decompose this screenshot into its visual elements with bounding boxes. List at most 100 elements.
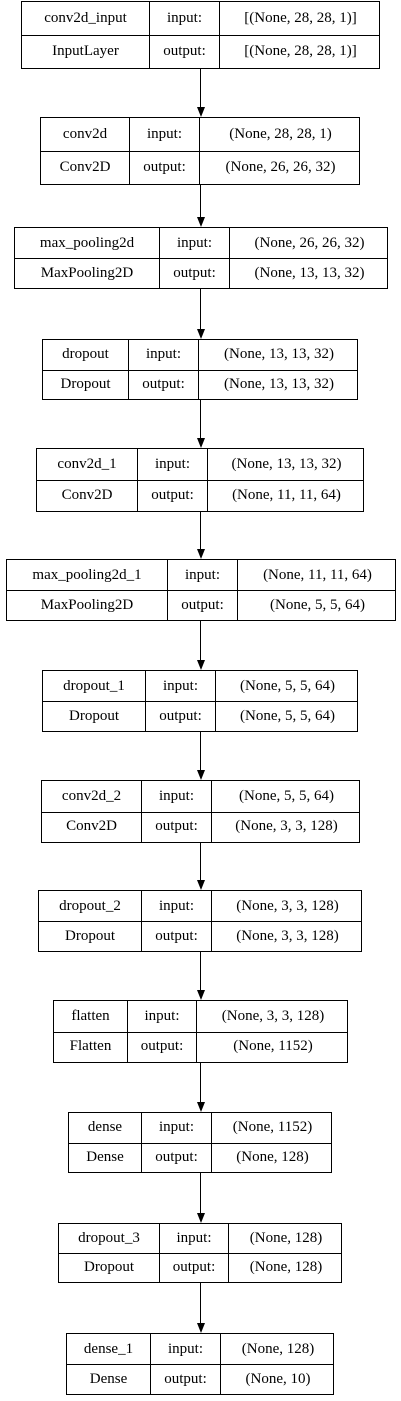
layer-type: InputLayer bbox=[52, 43, 119, 59]
input-shape: (None, 13, 13, 32) bbox=[207, 449, 365, 480]
output-label: output: bbox=[145, 701, 215, 731]
output-shape: (None, 3, 3, 128) bbox=[211, 811, 361, 842]
output-shape: (None, 128) bbox=[228, 1253, 343, 1282]
layer-row-output: Dropout output:(None, 3, 3, 128) bbox=[39, 921, 361, 951]
layer-type: Dropout bbox=[69, 707, 119, 724]
layer-type: Dropout bbox=[60, 375, 111, 392]
arrow-down-icon bbox=[197, 107, 205, 117]
output-label: output: bbox=[149, 35, 219, 68]
output-label: output: bbox=[127, 1031, 196, 1062]
layer-node-max-pooling2d: max_pooling2d input:(None, 26, 26, 32) Max… bbox=[14, 227, 388, 289]
layer-name: dropout_3 bbox=[78, 1230, 140, 1246]
input-shape: (None, 128) bbox=[228, 1224, 343, 1253]
layer-node-dropout: dropout input:(None, 13, 13, 32) Dropout ou… bbox=[42, 339, 358, 400]
arrow-down-icon bbox=[197, 217, 205, 227]
input-shape: (None, 26, 26, 32) bbox=[229, 228, 389, 258]
input-shape: (None, 128) bbox=[220, 1334, 335, 1364]
connector-line bbox=[200, 185, 202, 218]
layer-row-output: Dropout output:(None, 13, 13, 32) bbox=[43, 369, 359, 399]
input-label: input: bbox=[159, 1224, 228, 1253]
arrow-down-icon bbox=[197, 660, 205, 670]
layer-name: flatten bbox=[71, 1007, 110, 1024]
layer-type: MaxPooling2D bbox=[40, 596, 134, 613]
layer-type: Dropout bbox=[84, 1259, 134, 1275]
output-label: output: bbox=[150, 1364, 220, 1394]
input-label: input: bbox=[129, 118, 199, 151]
output-label: output: bbox=[141, 811, 211, 842]
layer-name: dropout bbox=[62, 346, 109, 363]
output-label: output: bbox=[159, 258, 229, 288]
layer-name: dense_1 bbox=[83, 1340, 134, 1357]
layer-name: max_pooling2d bbox=[39, 234, 135, 251]
input-label: input: bbox=[141, 781, 211, 812]
arrow-down-icon bbox=[197, 990, 205, 1000]
connector-line bbox=[200, 621, 202, 661]
output-label: output: bbox=[141, 921, 211, 951]
connector-line bbox=[200, 289, 202, 330]
output-shape: (None, 13, 13, 32) bbox=[198, 369, 359, 399]
input-label: input: bbox=[141, 1113, 211, 1143]
connector-line bbox=[200, 843, 202, 881]
layer-name: dropout_1 bbox=[63, 677, 125, 694]
input-shape: [(None, 28, 28, 1)] bbox=[219, 2, 381, 35]
input-shape: (None, 3, 3, 128) bbox=[196, 1001, 349, 1032]
layer-type: Dropout bbox=[65, 927, 115, 944]
layer-name: conv2d_1 bbox=[57, 456, 117, 472]
output-shape: (None, 3, 3, 128) bbox=[211, 921, 363, 951]
arrow-down-icon bbox=[197, 770, 205, 780]
output-label: output: bbox=[159, 1253, 228, 1282]
output-label: output: bbox=[128, 369, 198, 399]
layer-row-output: MaxPooling2D output:(None, 5, 5, 64) bbox=[7, 590, 395, 620]
layer-row-input: dense_1 input:(None, 128) bbox=[67, 1334, 333, 1365]
input-shape: (None, 28, 28, 1) bbox=[199, 118, 361, 151]
layer-type: Dense bbox=[86, 1148, 124, 1165]
arrow-down-icon bbox=[197, 1323, 205, 1333]
layer-name: dropout_2 bbox=[59, 897, 121, 914]
input-shape: (None, 5, 5, 64) bbox=[215, 671, 359, 701]
input-label: input: bbox=[150, 1334, 220, 1364]
layer-name: max_pooling2d_1 bbox=[32, 566, 142, 583]
output-shape: (None, 5, 5, 64) bbox=[215, 701, 359, 731]
layer-row-input: dropout_3 input:(None, 128) bbox=[59, 1224, 341, 1254]
layer-type: MaxPooling2D bbox=[40, 264, 134, 281]
output-label: output: bbox=[129, 151, 199, 184]
connector-line bbox=[200, 69, 202, 108]
layer-type: Conv2D bbox=[61, 487, 113, 503]
layer-name: conv2d bbox=[62, 126, 108, 142]
input-shape: (None, 3, 3, 128) bbox=[211, 891, 363, 921]
input-label: input: bbox=[159, 228, 229, 258]
output-shape: (None, 11, 11, 64) bbox=[207, 480, 365, 511]
input-label: input: bbox=[141, 891, 211, 921]
output-shape: (None, 5, 5, 64) bbox=[237, 590, 397, 620]
layer-node-dropout-2: dropout_2 input:(None, 3, 3, 128) Dropout o… bbox=[38, 890, 362, 952]
arrow-down-icon bbox=[197, 1102, 205, 1112]
input-shape: (None, 11, 11, 64) bbox=[237, 560, 397, 590]
output-label: output: bbox=[167, 590, 237, 620]
input-label: input: bbox=[128, 340, 198, 370]
layer-row-input: flatten input:(None, 3, 3, 128) bbox=[54, 1001, 347, 1033]
output-shape: (None, 10) bbox=[220, 1364, 335, 1394]
layer-row-input: max_pooling2d input:(None, 26, 26, 32) bbox=[15, 228, 387, 259]
input-shape: (None, 5, 5, 64) bbox=[211, 781, 361, 812]
input-shape: (None, 1152) bbox=[211, 1113, 333, 1143]
input-label: input: bbox=[127, 1001, 196, 1032]
connector-line bbox=[200, 400, 202, 439]
